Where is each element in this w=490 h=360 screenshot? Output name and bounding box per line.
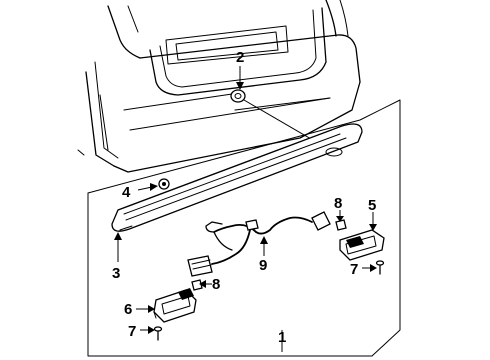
arrow-5: [369, 224, 377, 231]
arrow-7b: [370, 264, 377, 272]
callout-6: 6: [124, 301, 132, 318]
arrow-6: [148, 305, 155, 313]
stop-lamp-bar: [111, 123, 363, 232]
callout-5: 5: [368, 197, 376, 214]
arrow-9: [260, 236, 268, 244]
left-bulb-part: [191, 279, 203, 291]
callout-7-right: 7: [350, 261, 358, 278]
right-license-lamp: [339, 229, 385, 261]
leader-4: [137, 186, 153, 191]
nut-part: [158, 178, 170, 190]
callout-1: 1: [278, 329, 286, 346]
callout-2: 2: [236, 49, 244, 66]
arrow-8a: [199, 280, 206, 288]
callout-9: 9: [259, 257, 267, 274]
vehicle-rear-body: [77, 0, 361, 173]
grommet-part: [230, 89, 246, 103]
left-bulb-socket: [187, 255, 213, 277]
arrow-8b: [336, 216, 344, 222]
arrow-3: [114, 232, 122, 240]
callout-8-right: 8: [334, 195, 342, 212]
assembly-boundary: [87, 99, 401, 357]
wire-harness: [205, 211, 331, 265]
callout-7-left: 7: [128, 323, 136, 340]
arrow-4: [150, 183, 158, 191]
callout-4: 4: [122, 184, 131, 201]
arrow-7a: [148, 326, 155, 334]
right-bulb-part: [335, 219, 347, 231]
arrow-2: [236, 82, 244, 90]
callout-3: 3: [112, 265, 120, 282]
left-license-lamp: [153, 288, 197, 323]
callout-8-left: 8: [212, 276, 220, 293]
left-screw-part: [153, 326, 163, 341]
right-screw-part: [375, 260, 385, 275]
